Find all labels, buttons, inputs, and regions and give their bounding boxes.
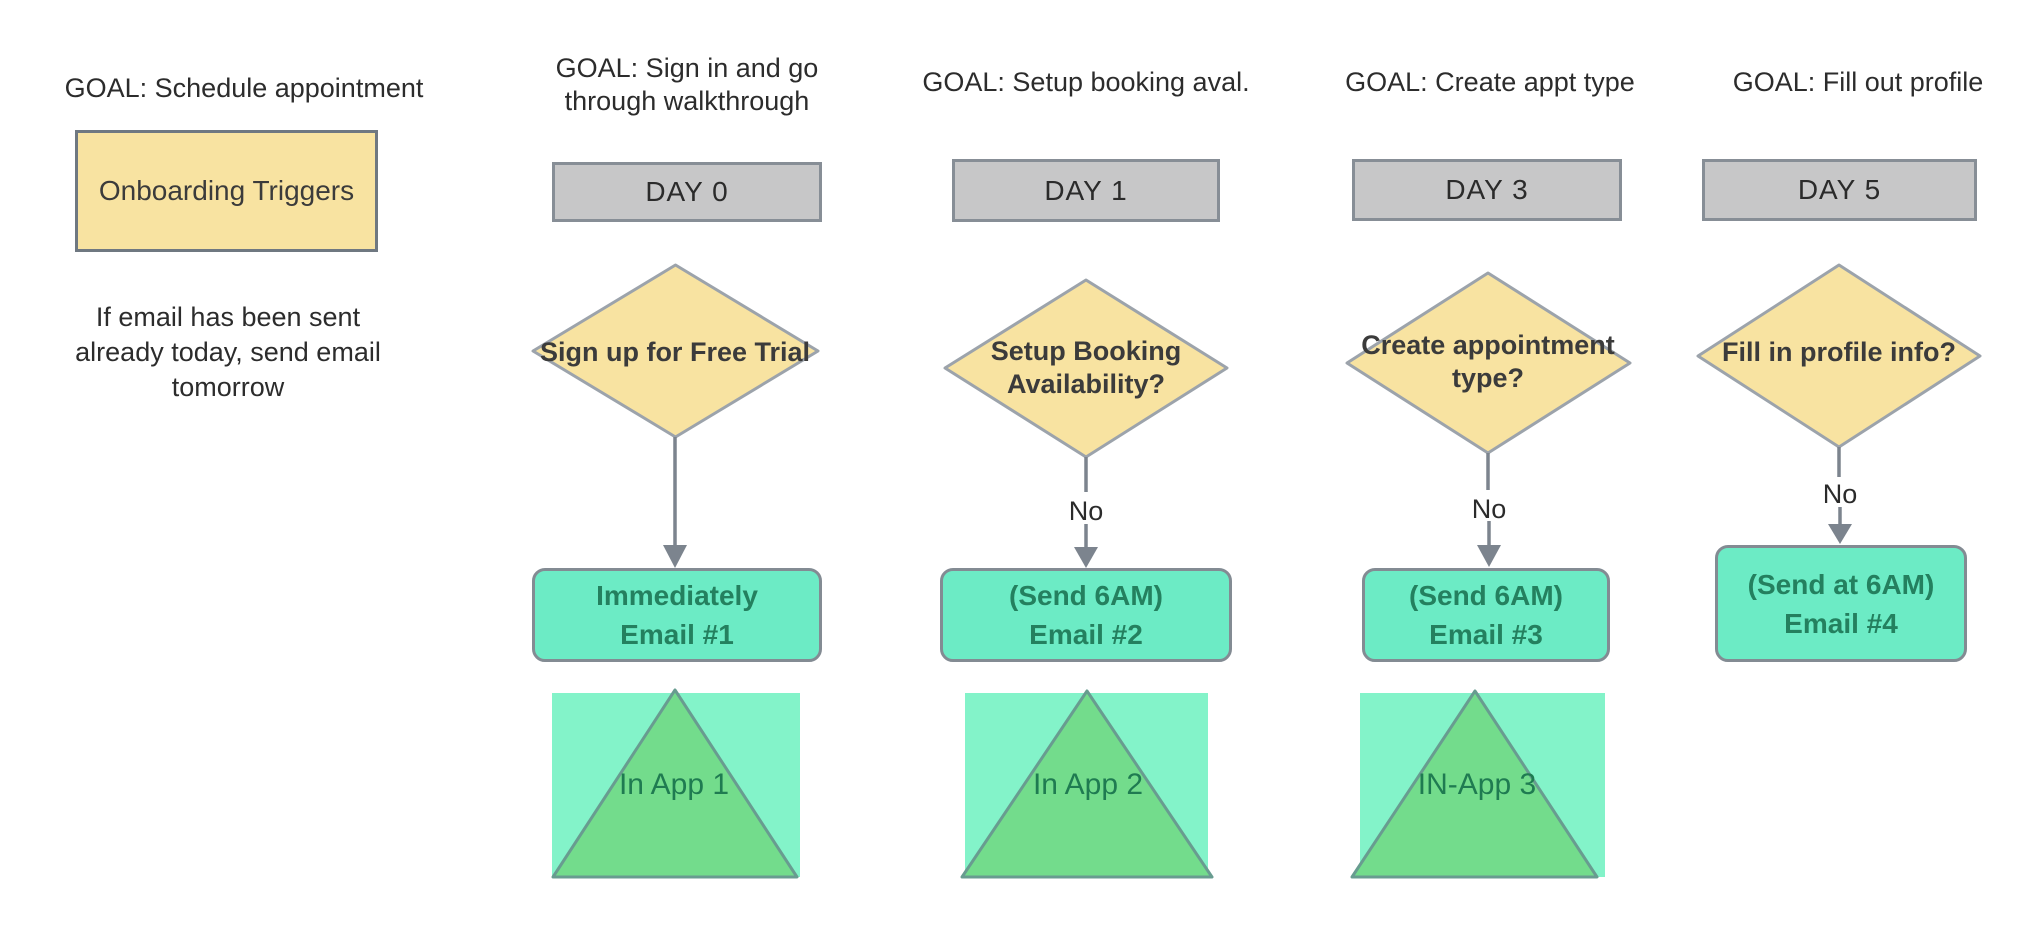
inapp-2-label: In App 2 xyxy=(1032,768,1144,801)
inapp-3-label: IN-App 3 xyxy=(1417,768,1537,801)
no-label-profile: No xyxy=(1822,479,1858,509)
inapp-1-label: In App 1 xyxy=(618,768,730,801)
no-label-appt-type: No xyxy=(1471,494,1507,524)
email-2-box: (Send 6AM) Email #2 xyxy=(940,568,1232,662)
arrowhead-2 xyxy=(1074,547,1098,568)
decision-label-booking: Setup Booking Availability? xyxy=(990,336,1182,399)
decision-label-signup: Sign up for Free Trial xyxy=(539,337,811,367)
email-rule-note: If email has been sent already today, se… xyxy=(75,302,381,402)
goal-title-schedule-appointment: GOAL: Schedule appointment xyxy=(64,73,424,103)
day-3-box: DAY 3 xyxy=(1352,159,1622,221)
email-1-box: Immediately Email #1 xyxy=(532,568,822,662)
day-1-box: DAY 1 xyxy=(952,159,1220,222)
arrowhead-4 xyxy=(1828,524,1852,544)
day-0-box: DAY 0 xyxy=(552,162,822,222)
day-5-box: DAY 5 xyxy=(1702,159,1977,221)
email-4-box: (Send at 6AM) Email #4 xyxy=(1715,545,1967,662)
goal-title-setup-booking: GOAL: Setup booking aval. xyxy=(922,67,1250,97)
no-label-booking: No xyxy=(1068,496,1104,526)
email-3-box: (Send 6AM) Email #3 xyxy=(1362,568,1610,662)
arrowhead-3 xyxy=(1477,545,1501,567)
arrowhead-1 xyxy=(663,545,687,568)
goal-title-fill-profile: GOAL: Fill out profile xyxy=(1732,67,1984,97)
onboarding-triggers-box: Onboarding Triggers xyxy=(75,130,378,252)
inapp-triangle-3 xyxy=(1350,689,1599,879)
goal-title-create-appt: GOAL: Create appt type xyxy=(1345,67,1635,97)
inapp-triangle-2 xyxy=(960,689,1214,879)
decision-label-appt-type: Create appointment type? xyxy=(1361,330,1615,393)
goal-title-sign-in: GOAL: Sign in and go through walkthrough xyxy=(555,53,819,116)
inapp-triangle-1 xyxy=(551,688,799,879)
decision-label-profile: Fill in profile info? xyxy=(1722,337,1956,367)
